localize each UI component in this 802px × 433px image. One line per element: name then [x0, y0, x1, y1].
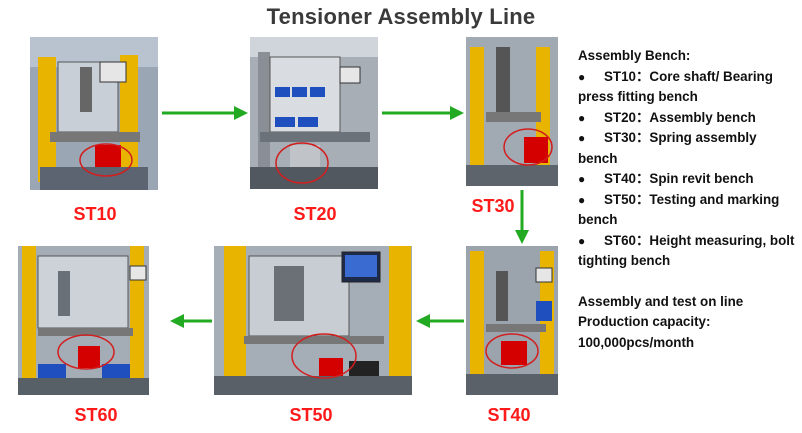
arrow-st30-to-st40: [515, 190, 529, 244]
bench-item: ST40：Spin revit bench: [578, 169, 796, 190]
station-label-st40: ST40: [487, 405, 531, 425]
summary-line-1: Assembly and test on line: [578, 293, 744, 309]
station-label-st20: ST20: [293, 204, 337, 224]
bullet-icon: [578, 67, 604, 88]
arrow-st40-to-st50: [416, 314, 464, 328]
st50-photo: [214, 246, 412, 395]
page-title: Tensioner Assembly Line: [266, 4, 536, 29]
summary-line-2: Production capacity:: [578, 314, 711, 329]
st40-photo: [466, 246, 558, 395]
arrow-st10-to-st20: [162, 106, 248, 120]
station-label-st30: ST30: [471, 196, 515, 216]
assembly-bench-panel: Assembly Bench: ST10：Core shaft/ Bearing…: [578, 46, 796, 353]
bench-item: ST20：Assembly bench: [578, 108, 796, 129]
bench-heading: Assembly Bench:: [578, 48, 691, 63]
bench-item: ST50：Testing and marking bench: [578, 190, 796, 231]
bullet-icon: [578, 190, 604, 211]
st60-photo: [18, 246, 149, 395]
arrow-st50-to-st60: [170, 314, 212, 328]
st30-photo: [466, 37, 558, 186]
st10-photo: [30, 37, 158, 190]
bullet-icon: [578, 231, 604, 252]
bullet-icon: [578, 108, 604, 129]
arrow-st20-to-st30: [382, 106, 464, 120]
bullet-icon: [578, 128, 604, 149]
bench-item: ST10：Core shaft/ Bearing press fitting b…: [578, 67, 796, 108]
bench-item: ST30：Spring assembly bench: [578, 128, 796, 169]
bench-list: ST10：Core shaft/ Bearing press fitting b…: [578, 67, 796, 272]
station-label-st10: ST10: [73, 204, 117, 224]
st20-photo: [250, 37, 378, 189]
summary-line-3: 100,000pcs/month: [578, 334, 695, 350]
bullet-icon: [578, 169, 604, 190]
bench-item: ST60：Height measuring, bolt tighting ben…: [578, 231, 796, 272]
station-label-st60: ST60: [74, 405, 118, 425]
station-label-st50: ST50: [289, 405, 333, 425]
